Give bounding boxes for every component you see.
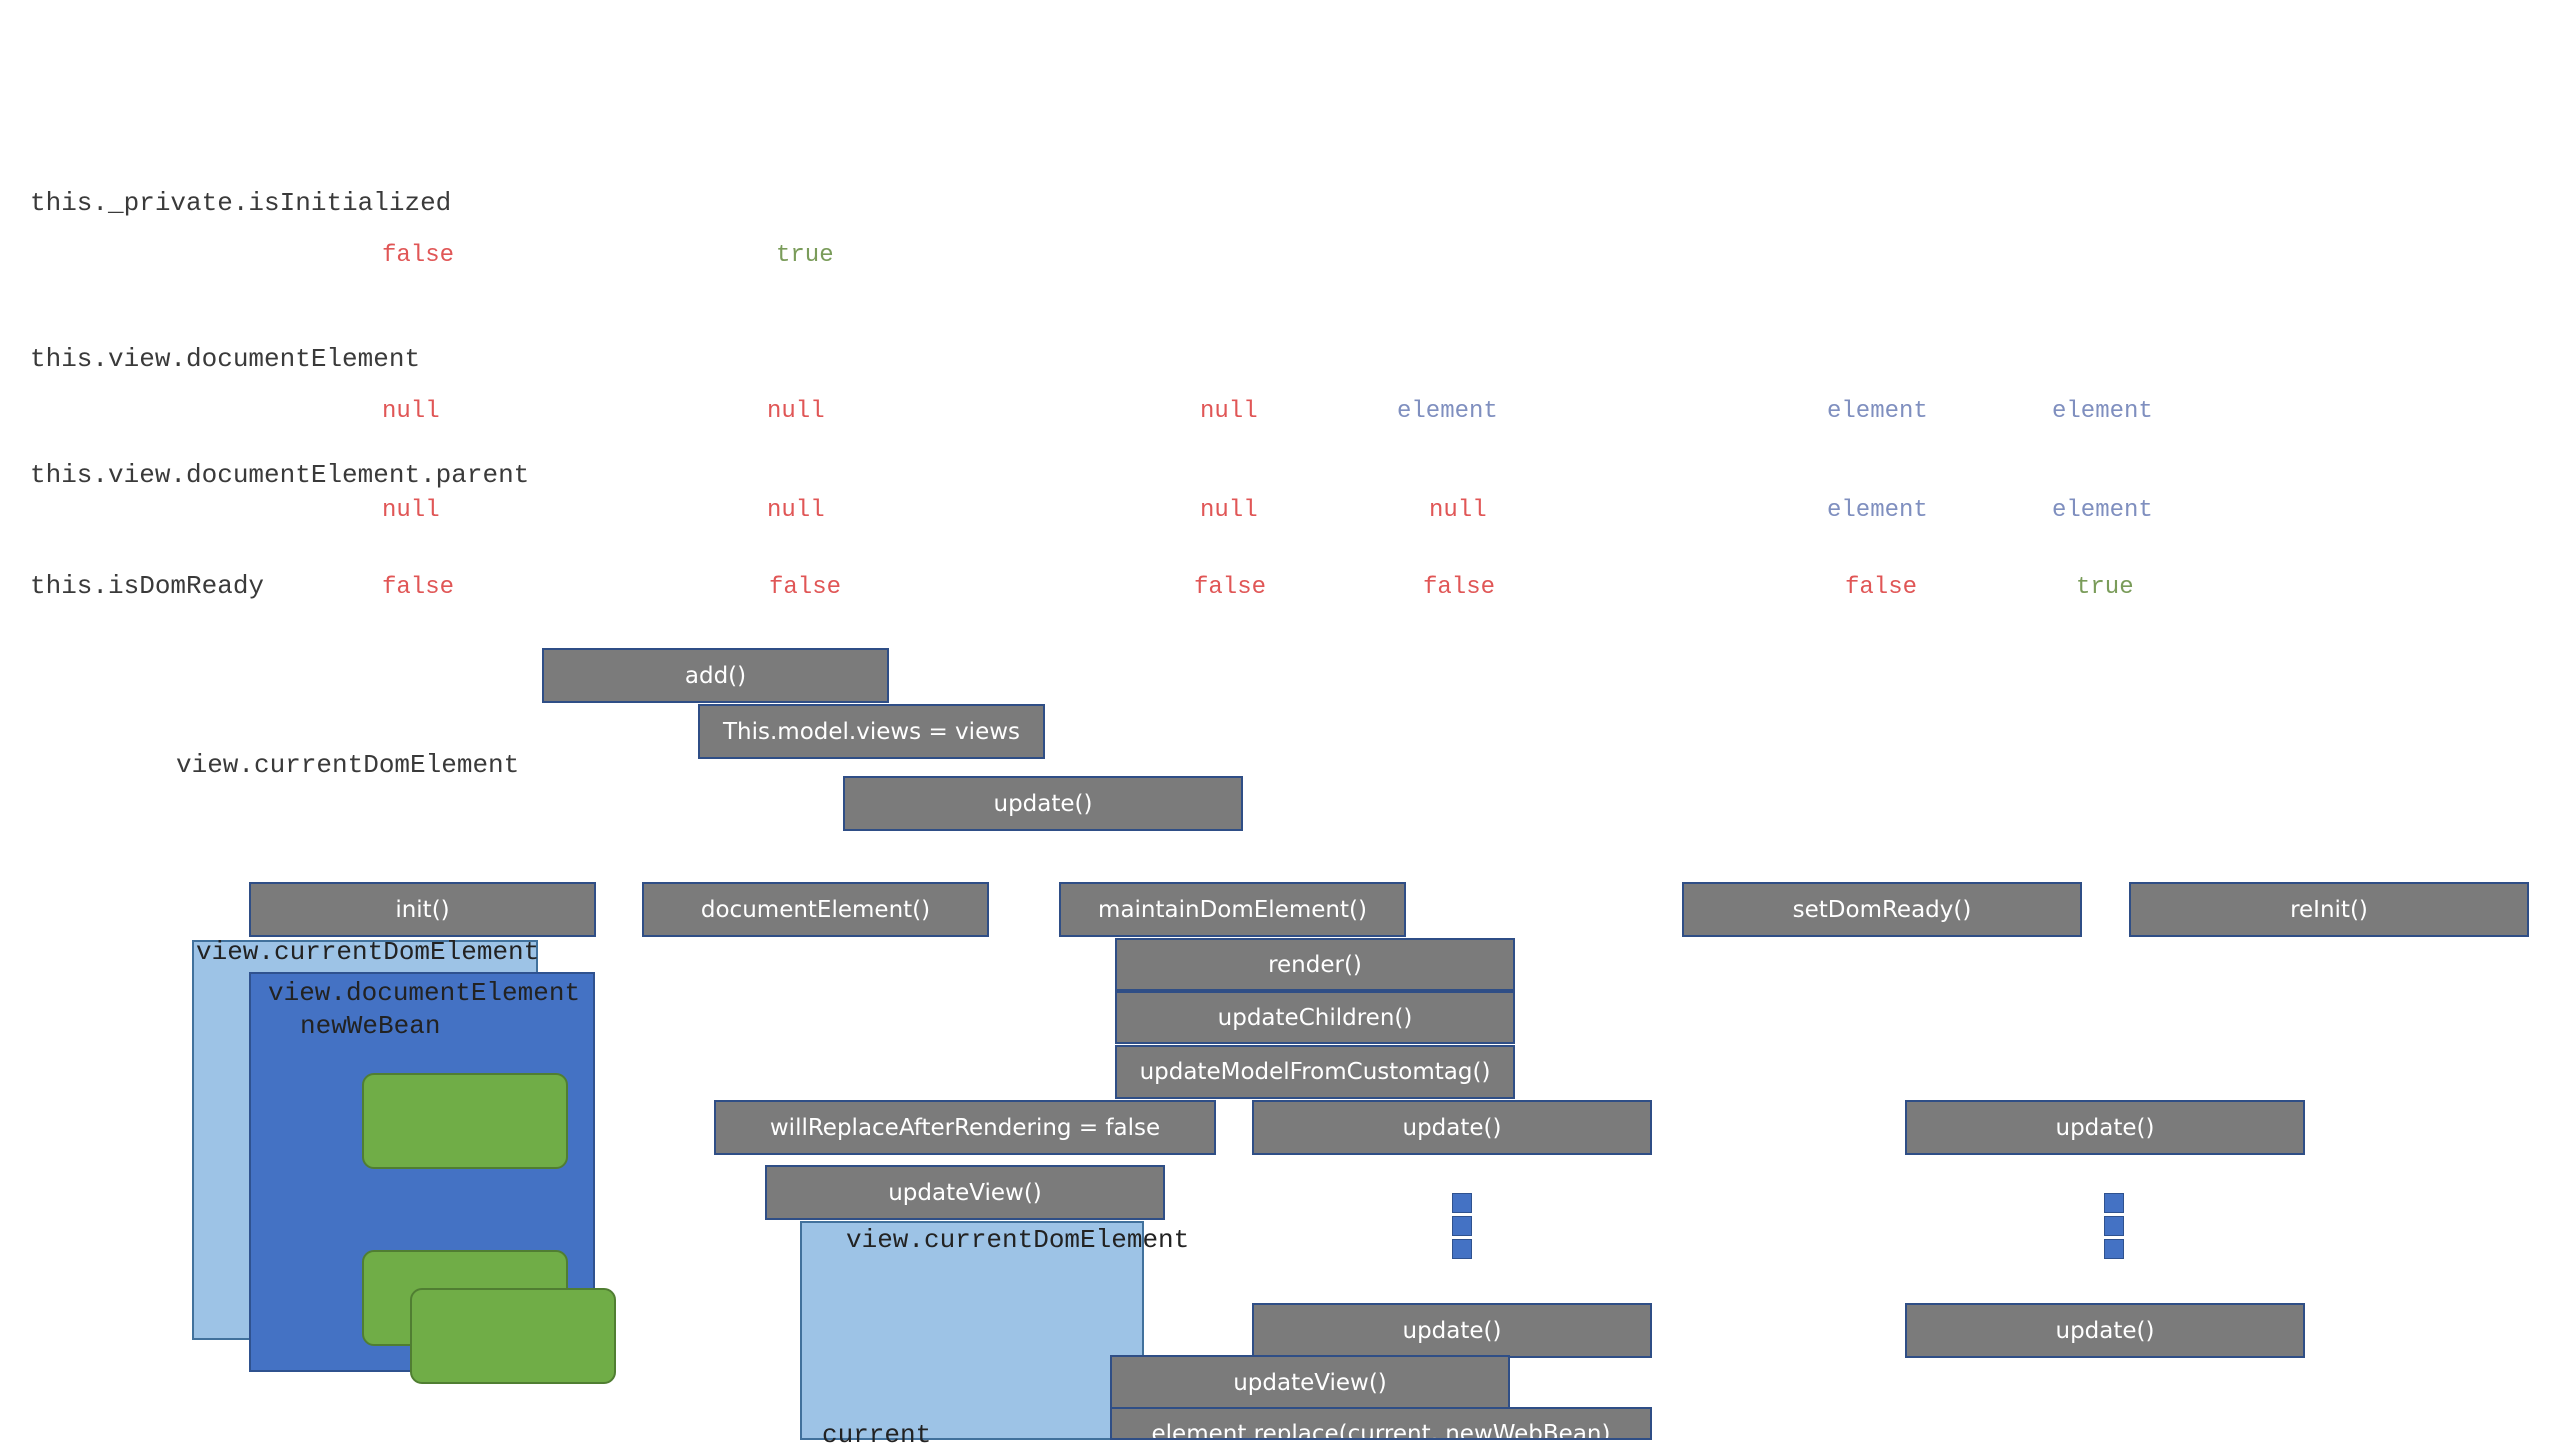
ellipsis-marker [1452, 1239, 1472, 1259]
step-maintain-dom-element: maintainDomElement() [1059, 882, 1406, 937]
child-element-block [362, 1073, 568, 1169]
ellipsis-marker [2104, 1193, 2124, 1213]
panel-label-new-we-bean: newWeBean [300, 1011, 441, 1041]
panel-label-document-element: view.documentElement [268, 978, 581, 1008]
step-update-children: updateChildren() [1115, 991, 1515, 1044]
annotation-current-dom-element: view.currentDomElement [176, 750, 520, 780]
step-update-view: updateView() [765, 1165, 1165, 1220]
value-document-element: element [1827, 398, 1928, 425]
step-will-replace: willReplaceAfterRendering = false [714, 1100, 1216, 1155]
step-document-element: documentElement() [642, 882, 989, 937]
step-init: init() [249, 882, 596, 937]
panel-label-current-dom-element: view.currentDomElement [846, 1225, 1190, 1255]
ellipsis-marker [2104, 1239, 2124, 1259]
value-is-dom-ready: false [382, 574, 455, 601]
ellipsis-marker [1452, 1216, 1472, 1236]
step-render: render() [1115, 938, 1515, 991]
value-is-initialized: false [382, 242, 455, 269]
label-is-dom-ready: this.isDomReady [30, 571, 265, 601]
value-document-element-parent: null [382, 497, 440, 524]
value-is-initialized: true [776, 242, 834, 269]
child-element-block [410, 1288, 616, 1384]
value-document-element: element [1397, 398, 1498, 425]
step-update-mid: update() [1252, 1100, 1652, 1155]
label-document-element: this.view.documentElement [30, 344, 421, 374]
value-document-element-parent: element [2052, 497, 2153, 524]
value-document-element: element [2052, 398, 2153, 425]
panel-label-current: current [822, 1420, 932, 1450]
step-update-view: updateView() [1110, 1355, 1510, 1410]
panel-label-current-dom-element: view.currentDomElement [196, 937, 540, 967]
value-document-element-parent: null [767, 497, 825, 524]
step-update-low: update() [1252, 1303, 1652, 1358]
ellipsis-marker [1452, 1193, 1472, 1213]
step-set-dom-ready: setDomReady() [1682, 882, 2082, 937]
label-is-initialized: this._private.isInitialized [30, 188, 452, 218]
step-update-low: update() [1905, 1303, 2305, 1358]
value-is-dom-ready: false [1423, 574, 1496, 601]
value-document-element-parent: null [1429, 497, 1487, 524]
value-document-element: null [1200, 398, 1258, 425]
update-view-dom-panel [800, 1221, 1144, 1440]
step-add: add() [542, 648, 889, 703]
step-update-top: update() [843, 776, 1243, 831]
ellipsis-marker [2104, 1216, 2124, 1236]
step-update-model-from-customtag: updateModelFromCustomtag() [1115, 1045, 1515, 1099]
value-is-dom-ready: false [1194, 574, 1267, 601]
step-reinit: reInit() [2129, 882, 2529, 937]
step-update-mid: update() [1905, 1100, 2305, 1155]
step-element-replace: element.replace(current, newWebBean) [1110, 1407, 1652, 1440]
label-document-element-parent: this.view.documentElement.parent [30, 460, 530, 490]
step-model-views: This.model.views = views [698, 704, 1045, 759]
value-document-element: null [382, 398, 440, 425]
value-is-dom-ready: true [2076, 574, 2134, 601]
value-document-element: null [767, 398, 825, 425]
value-is-dom-ready: false [769, 574, 842, 601]
value-document-element-parent: null [1200, 497, 1258, 524]
value-is-dom-ready: false [1845, 574, 1918, 601]
value-document-element-parent: element [1827, 497, 1928, 524]
